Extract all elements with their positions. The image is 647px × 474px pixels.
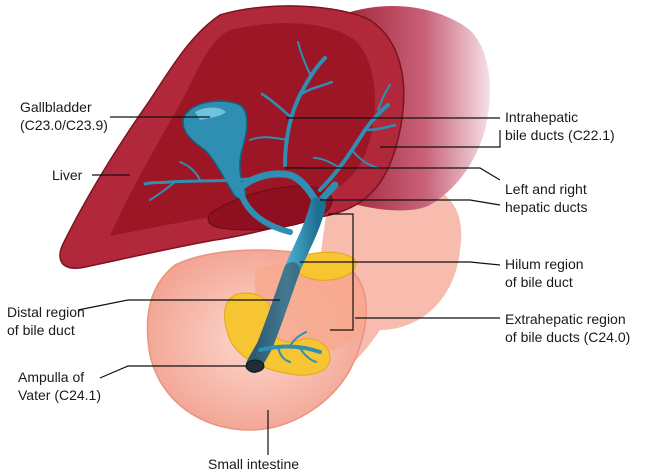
cystic-duct [237,187,293,235]
extrahepatic-label-line2: of bile ducts (C24.0) [505,329,631,345]
ampulla-label-line1: Ampulla of [18,369,85,385]
liver-label: Liver [52,166,82,184]
distal-label-line2: of bile duct [7,322,75,338]
extrahepatic-bracket [328,213,354,331]
gallbladder-label: Gallbladder (C23.0/C23.9) [20,98,108,134]
hilum-label-line2: of bile duct [505,274,573,290]
intrahepatic-ducts [143,41,397,201]
hilum-label-line1: Hilum region [505,256,584,272]
hepatic-ducts-label-line2: hepatic ducts [505,199,588,215]
liver-label-line1: Liver [52,167,83,183]
hilum-label: Hilum region of bile duct [505,255,584,291]
hepatic-ducts-label-line1: Left and right [505,181,587,197]
intrahepatic-label-line1: Intrahepatic [505,109,579,125]
intrahepatic-label-line2: bile ducts (C22.1) [505,127,615,143]
ampulla-label: Ampulla of Vater (C24.1) [18,368,101,404]
hepatic-ducts-label: Left and right hepatic ducts [505,180,588,216]
distal-label-line1: Distal region [7,304,85,320]
ampulla-label-line2: Vater (C24.1) [18,387,101,403]
gallbladder-label-line1: Gallbladder [20,99,92,115]
gallbladder-shape [182,100,248,200]
gallbladder-label-line2: (C23.0/C23.9) [20,117,108,133]
pancreatic-ducts [258,331,322,363]
small-intestine-label: Small intestine [208,455,299,473]
extrahepatic-label: Extrahepatic region of bile ducts (C24.0… [505,310,630,346]
ampulla-opening [245,359,265,373]
intrahepatic-label: Intrahepatic bile ducts (C22.1) [505,108,615,144]
small-intestine-label-line1: Small intestine [208,456,300,472]
extrahepatic-label-line1: Extrahepatic region [505,311,626,327]
distal-region-label: Distal region of bile duct [7,303,85,339]
leader-lines [77,116,501,455]
